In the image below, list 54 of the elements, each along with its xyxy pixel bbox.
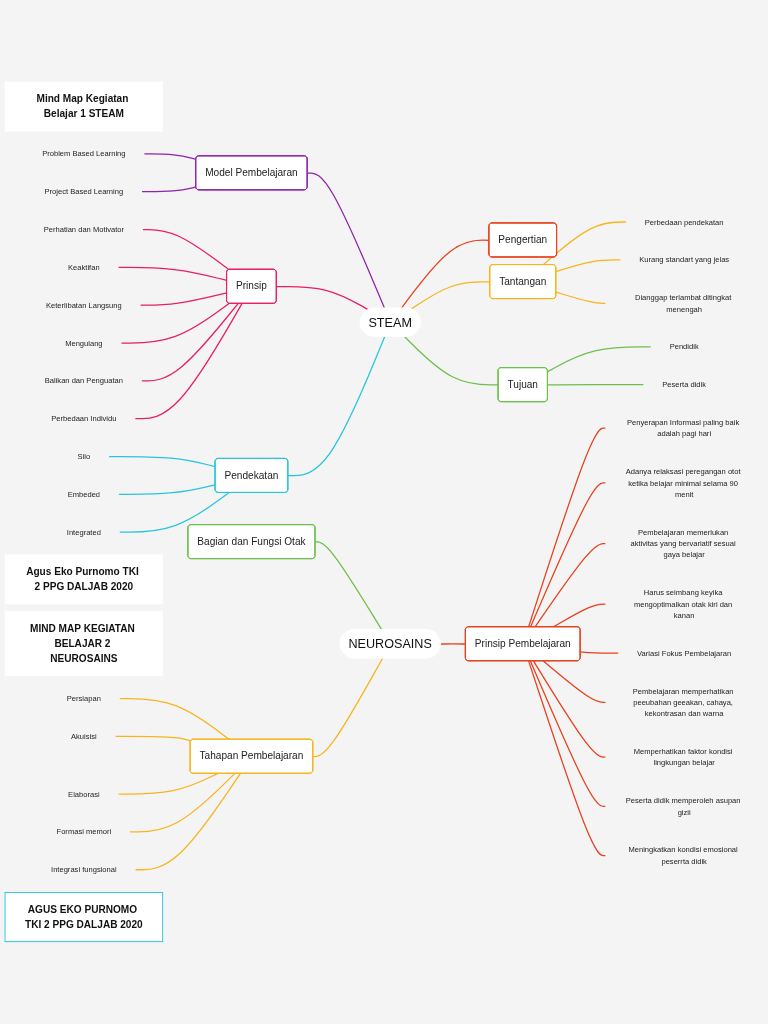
branch-line [552, 603, 606, 628]
branch-line [528, 660, 606, 857]
branch-topic-box: Bagian dan Fungsi Otak [187, 524, 316, 560]
branch-topic-box: Prinsip [226, 268, 277, 304]
central-topic-node: STEAM [359, 307, 421, 337]
branch-line [404, 336, 499, 386]
central-topic-node: NEUROSAINS [339, 629, 441, 659]
branch-line [555, 291, 606, 305]
branch-topic-box: Prinsip Pembelajaran [464, 626, 581, 662]
branch-line [119, 698, 230, 741]
branch-topic-box: Tantangan [489, 264, 557, 300]
branch-line [312, 657, 384, 758]
branch-topic-box: Pendekatan [214, 458, 289, 494]
branch-line [141, 303, 239, 382]
branch-topic-box: Tujuan [497, 367, 548, 403]
branch-line [400, 239, 490, 310]
branch-line [532, 660, 606, 758]
branch-line [129, 773, 236, 833]
branch-line [410, 281, 491, 310]
branch-line [529, 660, 606, 808]
title-note-box: AGUS EKO PURNOMO TKI 2 PPG DALJAB 2020 [4, 892, 164, 943]
branch-topic-box: Pengertian [488, 222, 558, 258]
branch-line [141, 186, 197, 193]
branch-line [579, 651, 619, 654]
branch-line [547, 346, 652, 373]
title-note-box: Agus Eko Purnomo TKI 2 PPG DALJAB 2020 [4, 554, 163, 605]
branch-line [306, 172, 386, 310]
branch-line [547, 384, 644, 386]
branch-line [108, 456, 216, 468]
branch-line [287, 336, 386, 477]
title-note-box: MIND MAP KEGIATAN BELAJAR 2 NEUROSAINS [4, 611, 163, 677]
branch-line [117, 266, 228, 282]
branch-line [142, 229, 230, 271]
branch-line [143, 153, 197, 161]
branch-line [439, 643, 467, 645]
branch-line [542, 221, 627, 266]
branch-line [134, 303, 243, 420]
branch-line [534, 543, 606, 628]
branch-line [114, 735, 192, 742]
title-note-box: Mind Map Kegiatan Belajar 1 STEAM [4, 81, 163, 132]
branch-line [527, 427, 606, 628]
branch-line [555, 259, 621, 273]
branch-line [276, 286, 369, 311]
branch-line [120, 303, 230, 344]
branch-line [119, 492, 230, 533]
branch-line [117, 773, 219, 795]
branch-line [314, 541, 383, 631]
branch-topic-box: Model Pembelajaran [195, 155, 308, 191]
branch-topic-box: Tahapan Pembelajaran [189, 738, 314, 774]
branch-line [118, 484, 216, 496]
branch-line [529, 482, 606, 628]
branch-line [134, 773, 241, 871]
branch-line [542, 660, 606, 704]
branch-line [140, 292, 228, 306]
